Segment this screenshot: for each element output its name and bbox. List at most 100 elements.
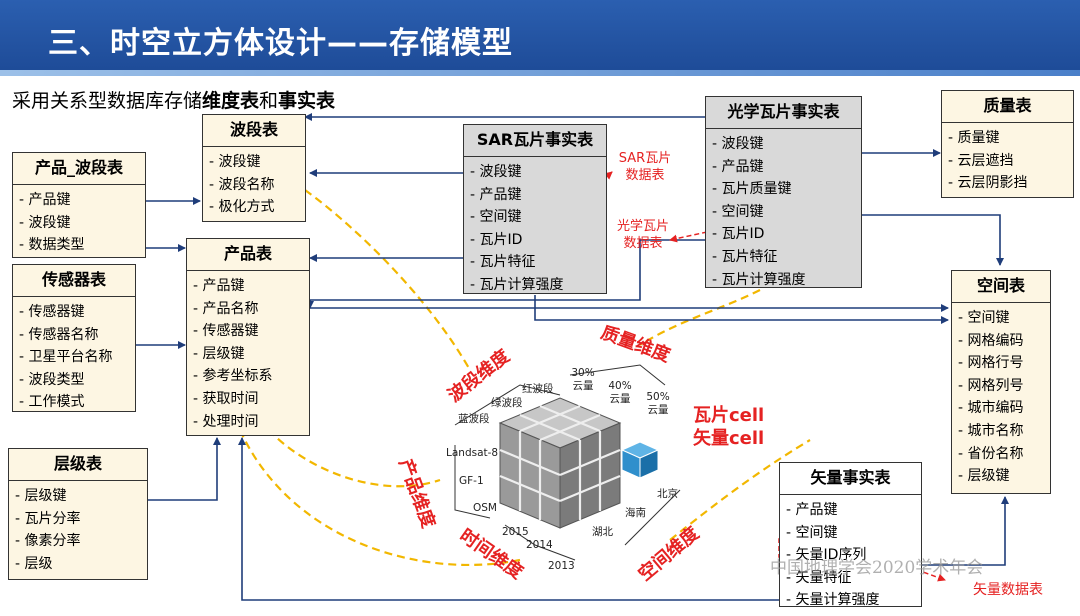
field: 传感器名称 [19,324,129,347]
field: 网格编码 [958,330,1044,353]
field: 处理时间 [193,411,303,434]
field: 云层遮挡 [948,150,1067,173]
field: 产品名称 [193,298,303,321]
time-label-2014: 2014 [526,539,553,551]
table-title: 产品_波段表 [13,153,145,185]
subtitle-fact: 事实表 [278,90,336,112]
field: 波段键 [470,161,600,184]
quality-label-30: 30%云量 [571,367,595,392]
product-label-gf1: GF-1 [459,475,484,487]
field: 城市名称 [958,420,1044,443]
table-band: 波段表 波段键 波段名称 极化方式 [202,114,306,222]
field: 矢量ID序列 [786,544,915,567]
tile-cell-label: 瓦片cell [693,405,765,426]
table-title: 空间表 [952,271,1050,303]
field: 省份名称 [958,443,1044,466]
field: 产品键 [193,275,303,298]
field: 产品键 [786,499,915,522]
subtitle-dimension: 维度表 [202,90,260,112]
field: 工作模式 [19,391,129,414]
field: 参考坐标系 [193,365,303,388]
subtitle: 采用关系型数据库存储维度表和事实表 [12,86,335,113]
time-label-2015: 2015 [502,526,529,538]
band-label-blue: 蓝波段 [458,413,490,425]
field: 空间键 [786,522,915,545]
product-label-osm: OSM [473,502,497,514]
table-vector-fact: 矢量事实表 产品键 空间键 矢量ID序列 矢量特征 矢量计算强度 [779,462,922,608]
field: 层级键 [15,485,141,508]
field: 矢量计算强度 [786,589,915,612]
table-title: 质量表 [942,91,1073,123]
field: 波段键 [209,151,299,174]
field: 卫星平台名称 [19,346,129,369]
field: 传感器键 [19,301,129,324]
arrow-vector-to-product [238,437,780,601]
field: 城市编码 [958,397,1044,420]
quality-axis-bracket [569,364,666,386]
subtitle-and: 和 [259,90,279,112]
field: 获取时间 [193,388,303,411]
band-label-green: 绿波段 [491,397,523,409]
field: 层级键 [958,465,1044,488]
field: 空间键 [712,201,855,224]
optical-annotation-arrow [669,231,708,243]
field: 数据类型 [19,234,139,257]
field: 质量键 [948,127,1067,150]
table-product-band: 产品_波段表 产品键 波段键 数据类型 [12,152,146,258]
title-bar: 三、时空立方体设计——存储模型 [0,0,1080,76]
field: 像素分率 [15,530,141,553]
field: 传感器键 [193,320,303,343]
table-quality: 质量表 质量键 云层遮挡 云层阴影挡 [941,90,1074,198]
space-label-beijing: 北京 [657,488,678,500]
field: 产品键 [712,156,855,179]
field: 层级键 [193,343,303,366]
table-title: 波段表 [203,115,305,147]
table-title: 矢量事实表 [780,463,921,495]
field: 网格列号 [958,375,1044,398]
band-dimension-curve [304,189,471,371]
arrow-sar-to-spatial [534,295,949,324]
quality-label-50: 50%云量 [646,391,670,416]
field: 瓦片特征 [470,251,600,274]
table-title: 光学瓦片事实表 [706,97,861,129]
title-accent-stripe [0,70,1080,76]
table-product: 产品表 产品键 产品名称 传感器键 层级键 参考坐标系 获取时间 处理时间 [186,238,310,436]
time-dimension-curve [238,429,521,567]
field: 层级 [15,553,141,576]
space-label-hainan: 海南 [625,507,646,519]
field: 瓦片ID [712,223,855,246]
field: 矢量特征 [786,567,915,590]
highlighted-cell [620,441,660,479]
optical-tile-annotation: 光学瓦片数据表 [616,219,669,251]
field: 瓦片特征 [712,246,855,269]
vector-cell-label: 矢量cell [693,428,765,449]
table-optical-fact: 光学瓦片事实表 波段键 产品键 瓦片质量键 空间键 瓦片ID 瓦片特征 瓦片计算… [705,96,862,288]
time-axis-bracket [504,524,576,561]
time-label-2013: 2013 [548,560,575,572]
product-label-landsat: Landsat-8 [446,447,499,459]
table-sensor: 传感器表 传感器键 传感器名称 卫星平台名称 波段类型 工作模式 [12,264,136,412]
table-spatial: 空间表 空间键 网格编码 网格行号 网格列号 城市编码 城市名称 省份名称 层级… [951,270,1051,494]
field: 网格行号 [958,352,1044,375]
quality-label-40: 40%云量 [608,380,632,405]
arrow-level-to-product [148,437,221,501]
field: 波段类型 [19,369,129,392]
field: 产品键 [19,189,139,212]
field: 瓦片ID [470,229,600,252]
quality-dimension-curve [639,289,761,346]
table-title: SAR瓦片事实表 [464,125,606,157]
space-axis-bracket [624,489,681,546]
page-title: 三、时空立方体设计——存储模型 [48,26,513,61]
arrow-optical-to-spatial [862,214,1004,266]
field: 极化方式 [209,196,299,219]
band-axis-bracket [454,384,561,426]
vector-annotation-arrow [870,552,946,582]
table-level: 层级表 层级键 瓦片分率 像素分率 层级 [8,448,148,580]
vector-data-annotation: 矢量数据表 [973,582,1043,598]
field: 空间键 [470,206,600,229]
field: 云层阴影挡 [948,172,1067,195]
field: 波段键 [712,133,855,156]
space-label-hubei: 湖北 [592,526,613,538]
field: 空间键 [958,307,1044,330]
